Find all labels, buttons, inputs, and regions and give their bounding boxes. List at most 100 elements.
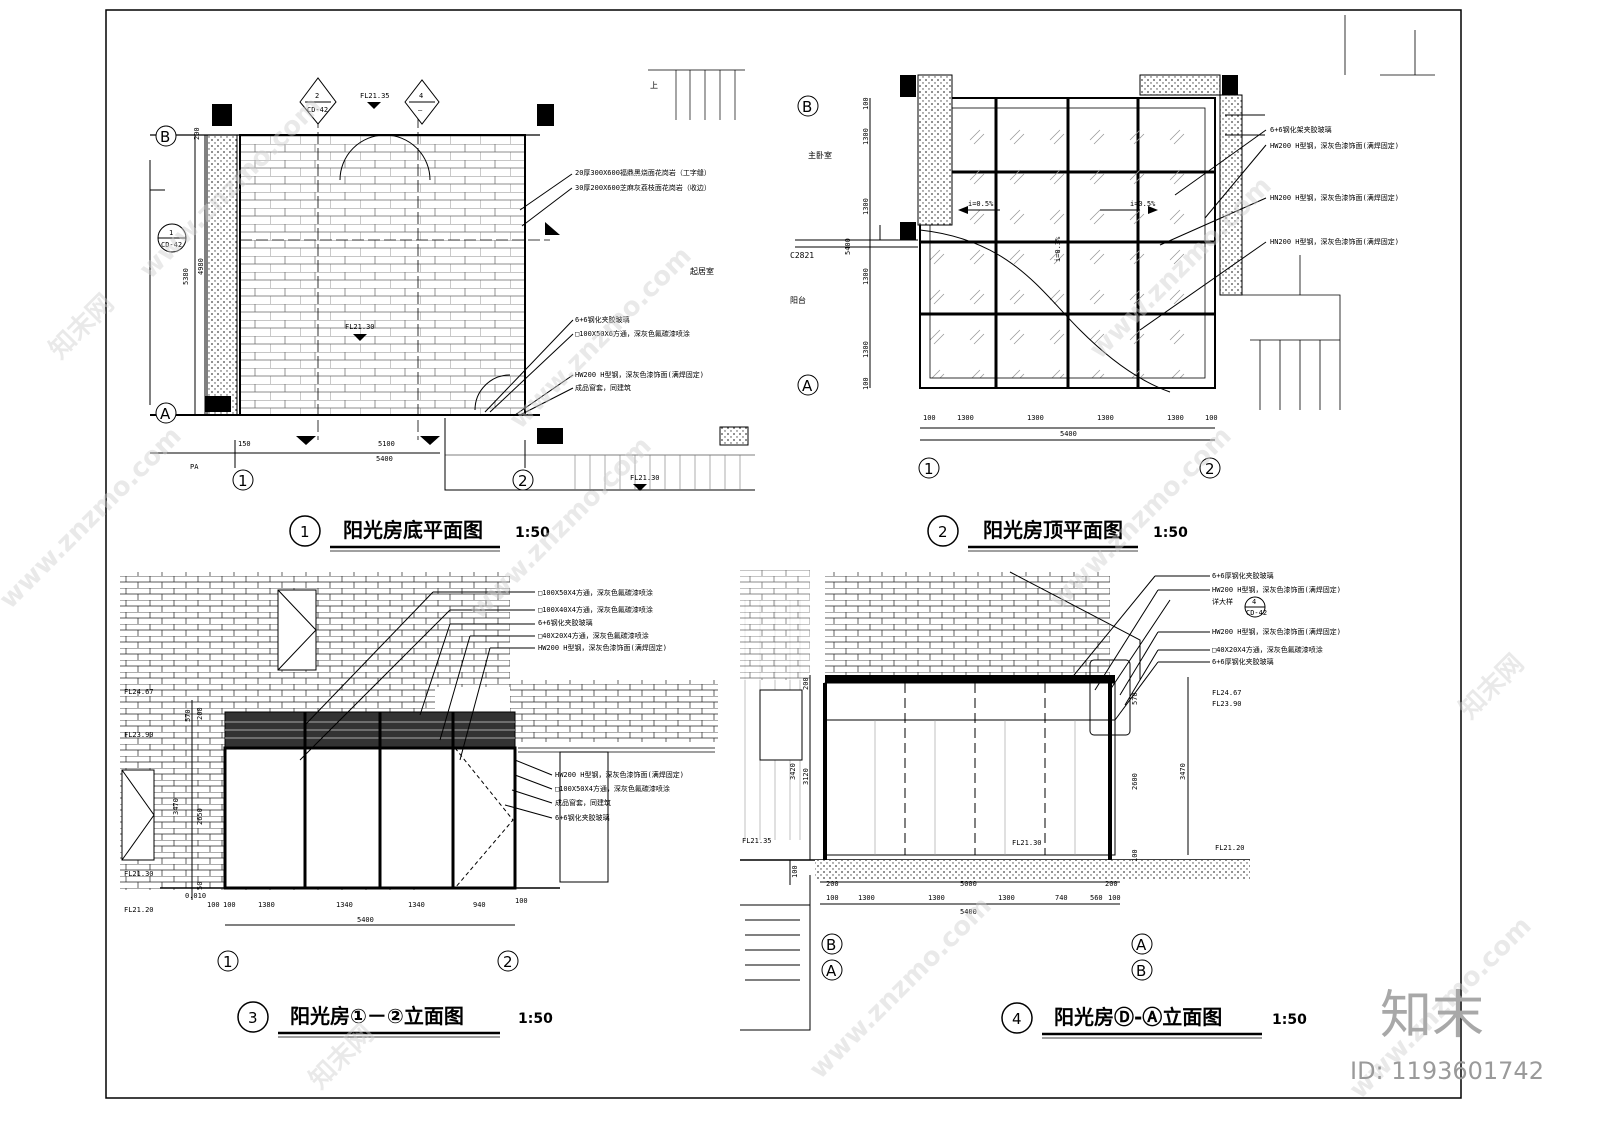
drawing-label: B bbox=[160, 128, 170, 146]
drawing-label: FL21.30 bbox=[630, 474, 660, 482]
floor-plan-view: 200 5380 4980 150 5100 5400 PA FL21.35 F… bbox=[149, 69, 755, 491]
drawing-label: 940 bbox=[473, 901, 486, 909]
drawing-label: 2 bbox=[315, 92, 319, 100]
drawing-label: FL21.30 bbox=[124, 870, 154, 878]
drawing-label: 6+6钢化夹胶玻璃 bbox=[538, 618, 593, 627]
drawing-label: 阳光房底平面图 bbox=[343, 518, 483, 542]
drawing-label: 100 bbox=[862, 97, 870, 110]
drawing-label: 200 bbox=[1105, 880, 1118, 888]
drawing-label: 200 bbox=[196, 707, 204, 720]
drawing-label: 150 bbox=[238, 440, 251, 448]
drawing-label: www.znzmo.com bbox=[804, 891, 998, 1085]
drawing-label: A bbox=[826, 962, 837, 980]
drawing-label: 560 bbox=[1090, 894, 1103, 902]
drawing-label: 1340 bbox=[408, 901, 425, 909]
drawing-label: HW200 H型钢，深灰色漆饰面(满焊固定) bbox=[575, 370, 704, 379]
drawing-label: 1:50 bbox=[518, 1011, 553, 1027]
drawing-label: 100 bbox=[223, 901, 236, 909]
drawing-label: B bbox=[1136, 962, 1146, 980]
drawing-label: 30厚200X600芝麻灰荔枝面花岗岩（收边） bbox=[575, 183, 711, 192]
drawing-label: 1300 bbox=[998, 894, 1015, 902]
drawing-label: i=0.5% bbox=[1130, 200, 1156, 208]
drawing-label: 5400 bbox=[376, 455, 393, 463]
drawing-label: 阳光房顶平面图 bbox=[983, 518, 1123, 542]
drawing-label: 570 bbox=[184, 709, 192, 722]
drawing-label: 740 bbox=[1055, 894, 1068, 902]
drawing-label: FL21.20 bbox=[1215, 844, 1245, 852]
drawing-label: 上 bbox=[650, 81, 658, 90]
drawing-label: A bbox=[1136, 936, 1147, 954]
drawing-label: 1300 bbox=[862, 128, 870, 145]
drawing-label: CD-42 bbox=[307, 106, 328, 114]
drawing-label: — bbox=[418, 106, 423, 114]
drawing-label: □100X50X6方通，深灰色氟碳漆喷涂 bbox=[575, 329, 690, 338]
drawing-label: FL21.30 bbox=[345, 323, 375, 331]
title-block-2: 2 阳光房顶平面图 1:50 bbox=[927, 515, 1188, 552]
drawing-label: 4 bbox=[1252, 598, 1256, 606]
drawing-label: 1300 bbox=[1027, 414, 1044, 422]
drawing-label: 1300 bbox=[928, 894, 945, 902]
elevation-1-2-view: 570 200 3470 2650 50 100 100 1380 1340 1… bbox=[120, 572, 718, 972]
drawing-label: HW200 H型钢，深灰色漆饰面(满焊固定) bbox=[1270, 141, 1399, 150]
drawing-label: 2 bbox=[938, 523, 948, 541]
drawing-label: HW200 H型钢，深灰色漆饰面(满焊固定) bbox=[538, 643, 667, 652]
drawing-label: A bbox=[802, 377, 813, 395]
drawing-label: 100 bbox=[1131, 849, 1139, 862]
drawing-label: 1380 bbox=[258, 901, 275, 909]
drawing-label: 知末网 bbox=[44, 289, 120, 365]
drawing-label: FL24.67 bbox=[124, 688, 154, 696]
drawing-label: 2 bbox=[503, 953, 513, 971]
drawing-label: 5100 bbox=[378, 440, 395, 448]
drawing-label: 200 bbox=[193, 127, 201, 140]
drawing-label: C2821 bbox=[790, 251, 814, 260]
drawing-label: 0.010 bbox=[185, 892, 206, 900]
drawing-label: 6+6钢化夹胶玻璃 bbox=[575, 315, 630, 324]
drawing-label: 1 bbox=[924, 460, 934, 478]
title-block-4: 4 阳光房Ⓓ-Ⓐ立面图 1:50 bbox=[1001, 1002, 1307, 1039]
drawing-label: 100 bbox=[923, 414, 936, 422]
drawing-label: 3470 bbox=[1179, 763, 1187, 780]
left-wall bbox=[206, 134, 238, 416]
drawing-label: 3470 bbox=[172, 798, 180, 815]
sheet-border bbox=[105, 9, 1462, 1099]
drawing-label: 1300 bbox=[862, 341, 870, 358]
drawing-label: B bbox=[826, 936, 836, 954]
drawing-label: 3420 bbox=[789, 763, 797, 780]
drawing-label: 2600 bbox=[1131, 773, 1139, 790]
drawing-label: HN200 H型钢，深灰色漆饰面(满焊固定) bbox=[1270, 237, 1399, 246]
drawing-label: 100 bbox=[791, 865, 799, 878]
drawing-label: 100 bbox=[826, 894, 839, 902]
drawing-label: 4 bbox=[419, 92, 423, 100]
drawing-label: 100 bbox=[862, 377, 870, 390]
drawing-label: 知末网 bbox=[1454, 649, 1530, 725]
drawing-label: 200 bbox=[802, 677, 810, 690]
drawing-label: 3120 bbox=[802, 768, 810, 785]
image-id: ID: 1193601742 bbox=[1350, 1057, 1544, 1085]
drawing-label: 3 bbox=[248, 1009, 258, 1027]
roof-plan-view: 100 1300 1300 1300 1300 100 5400 100 130… bbox=[790, 15, 1435, 479]
drawing-label: □100X50X4方通，深灰色氟碳漆喷涂 bbox=[538, 588, 653, 597]
drawing-label: 2650 bbox=[196, 808, 204, 825]
drawing-label: i=0.3% bbox=[1054, 236, 1062, 262]
drawing-label: 4980 bbox=[197, 258, 205, 275]
drawing-label: HW200 H型钢，深灰色漆饰面(满焊固定) bbox=[555, 770, 684, 779]
drawing-label: FL23.90 bbox=[1212, 700, 1242, 708]
drawing-label: FL21.35 bbox=[742, 837, 772, 845]
drawing-label: i=0.5% bbox=[968, 200, 994, 208]
drawing-label: 阳台 bbox=[790, 295, 806, 305]
drawing-label: 50 bbox=[196, 882, 204, 890]
drawing-label: HN200 H型钢，深灰色漆饰面(满焊固定) bbox=[1270, 193, 1399, 202]
elevation-d-a-view: 200 3420 3120 100 2600 3470 100 570 200 … bbox=[740, 570, 1341, 1031]
drawing-label: 5400 bbox=[1060, 430, 1077, 438]
drawing-label: 1:50 bbox=[1272, 1012, 1307, 1028]
drawing-label: 5000 bbox=[960, 880, 977, 888]
drawing-label: 1300 bbox=[858, 894, 875, 902]
drawing-label: PA bbox=[190, 463, 199, 471]
drawing-label: 5400 bbox=[357, 916, 374, 924]
drawing-label: HW200 H型钢，深灰色漆饰面(满焊固定) bbox=[1212, 627, 1341, 636]
drawing-label: 1 bbox=[238, 472, 248, 490]
drawing-label: 起居室 bbox=[690, 266, 714, 276]
drawing-label: FL21.35 bbox=[360, 92, 390, 100]
paving-area bbox=[239, 134, 526, 416]
